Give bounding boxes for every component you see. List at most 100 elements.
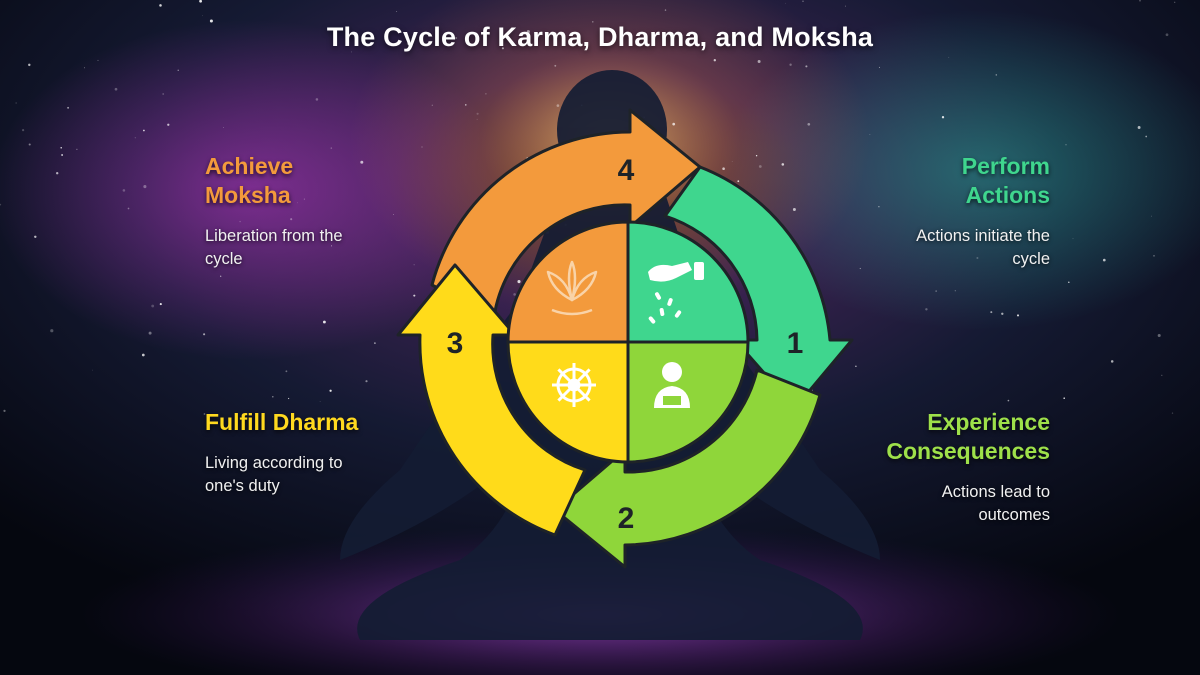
star — [807, 122, 811, 126]
star — [990, 311, 993, 314]
stage-block-actions: Perform Actions Actions initiate the cyc… — [850, 152, 1050, 271]
star — [393, 214, 394, 215]
star — [270, 236, 274, 239]
star — [315, 98, 319, 101]
star — [1102, 258, 1106, 262]
star — [413, 294, 416, 297]
inner-quadrants — [506, 220, 750, 464]
star — [353, 419, 354, 420]
stage-number-3-label: 3 — [447, 327, 464, 360]
star — [1137, 126, 1141, 129]
star — [114, 87, 118, 91]
arrow-segment-4 — [430, 108, 702, 319]
star — [501, 47, 504, 50]
star — [792, 208, 796, 211]
stage-block-moksha: Achieve Moksha Liberation from the cycle — [205, 152, 405, 271]
star — [1065, 144, 1067, 146]
stage-description-consequences: Actions lead to outcomes — [941, 483, 1050, 524]
star — [239, 220, 241, 223]
quadrant-dharma — [506, 340, 630, 464]
star — [859, 267, 861, 270]
star — [287, 397, 290, 400]
star — [995, 74, 998, 76]
star — [84, 67, 86, 69]
star — [556, 104, 560, 107]
star — [22, 129, 25, 132]
star — [1171, 412, 1174, 414]
star — [3, 409, 6, 413]
star — [757, 60, 761, 63]
star — [747, 35, 750, 38]
star — [784, 2, 786, 4]
star — [485, 92, 487, 95]
star — [159, 4, 162, 7]
star — [526, 30, 530, 34]
star — [948, 56, 950, 58]
star — [554, 64, 557, 67]
star — [1001, 312, 1004, 315]
stage-description-actions: Actions initiate the cycle — [916, 227, 1050, 268]
stage-heading-dharma: Fulfill Dharma — [205, 409, 359, 435]
stage-heading-moksha: Achieve Moksha — [205, 153, 294, 208]
star — [303, 198, 305, 200]
star — [672, 122, 676, 126]
star — [209, 19, 213, 23]
star — [360, 160, 364, 164]
star — [67, 106, 70, 109]
star — [713, 59, 716, 62]
quadrant-actions — [626, 220, 750, 344]
star — [127, 207, 130, 210]
star — [223, 127, 224, 129]
star — [844, 5, 846, 7]
star — [925, 308, 928, 311]
stage-heading-actions: Perform Actions — [961, 153, 1050, 208]
stage-number-4-label: 4 — [618, 154, 635, 187]
star — [285, 370, 288, 373]
star — [76, 148, 78, 150]
star — [351, 51, 353, 53]
star — [1139, 0, 1141, 2]
wheel-spoke — [576, 387, 591, 402]
star — [97, 59, 99, 61]
star — [167, 123, 170, 126]
arrow-segment-3 — [396, 263, 587, 537]
stage-description-dharma: Living according to one's duty — [205, 454, 343, 495]
star — [15, 102, 17, 104]
star — [592, 21, 594, 23]
star — [322, 320, 326, 324]
star — [1016, 314, 1020, 317]
star — [162, 93, 165, 95]
star — [1007, 399, 1010, 402]
stage-number-2-label: 2 — [618, 502, 635, 535]
star — [465, 104, 467, 106]
star — [61, 154, 64, 156]
star — [199, 0, 202, 3]
star — [330, 147, 333, 149]
star — [365, 380, 368, 383]
star — [297, 202, 298, 204]
star — [1153, 255, 1155, 257]
wheel-spoke — [557, 387, 572, 402]
star — [50, 329, 54, 333]
star — [855, 365, 857, 368]
star — [290, 218, 293, 221]
arrow-segment-2 — [553, 368, 822, 569]
star — [143, 129, 145, 132]
star — [722, 167, 725, 170]
star — [455, 37, 458, 39]
star — [517, 280, 521, 284]
star — [177, 69, 179, 71]
star — [976, 257, 979, 259]
star — [329, 389, 332, 392]
star — [1174, 1, 1176, 3]
star — [1157, 333, 1161, 338]
star — [993, 412, 996, 415]
star — [1034, 238, 1036, 240]
star — [731, 160, 733, 162]
star — [1063, 397, 1065, 400]
star — [203, 333, 206, 336]
hand-sowing-seeds-icon — [648, 262, 704, 324]
star — [755, 155, 758, 157]
page-title: The Cycle of Karma, Dharma, and Moksha — [326, 22, 874, 52]
star — [122, 189, 126, 192]
